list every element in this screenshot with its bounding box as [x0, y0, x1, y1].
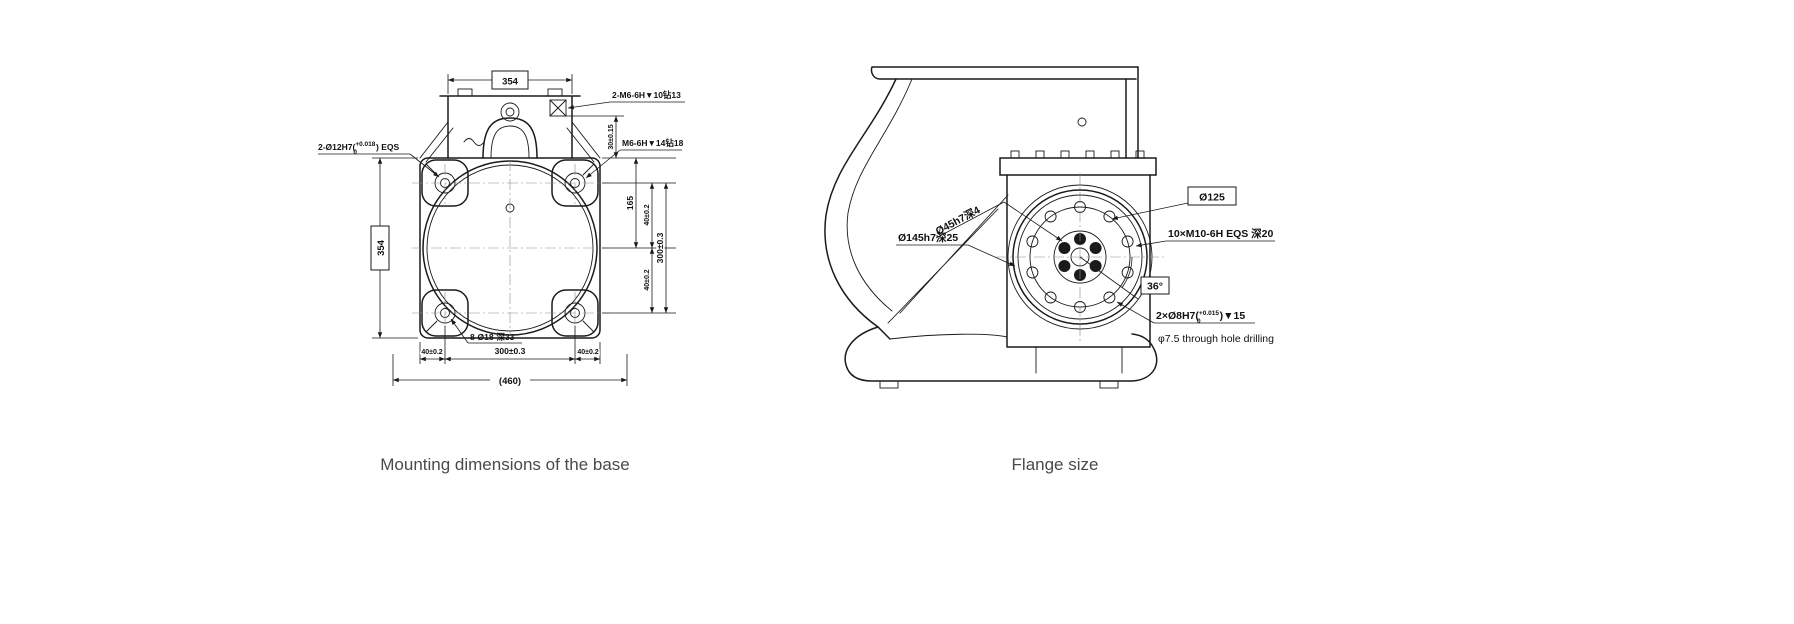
base-drawing-caption: Mounting dimensions of the base — [380, 455, 630, 474]
base-mounting-drawing: 354 354 30±0.15 165 40±0.2 300±0.3 40±0.… — [318, 70, 685, 387]
callout-top-m6-holes: 2-M6-6H▼10钻13 — [612, 90, 681, 100]
flange-drawing-caption: Flange size — [1011, 455, 1099, 474]
center-lines — [412, 160, 610, 336]
base-dimensions: 354 354 30±0.15 165 40±0.2 300±0.3 40±0.… — [370, 70, 676, 387]
callout-bolt-circle: Ø125 — [1199, 192, 1225, 204]
housing-detail-circle — [1077, 117, 1087, 127]
dim-bracket-offset: 30±0.15 — [608, 124, 615, 149]
flange-drawing: Ø45h7深4 Ø145h7深25 Ø125 10×M10-6H EQS 深20… — [824, 66, 1275, 389]
gussets — [419, 121, 601, 163]
m6-feature — [549, 99, 567, 117]
base-foot-left — [879, 380, 899, 389]
flange-callouts: Ø45h7深4 Ø145h7深25 Ø125 10×M10-6H EQS 深20… — [896, 186, 1275, 345]
flange-face — [996, 173, 1164, 341]
body-curve-inner — [846, 78, 913, 312]
callout-corner-holes: 8-Ø18-深33 — [470, 332, 515, 342]
dim-box-left — [370, 225, 390, 271]
bell-outer — [482, 117, 538, 159]
base-foot-right — [1099, 380, 1119, 389]
robot-body — [824, 66, 1158, 389]
dim-left-height: 354 — [376, 239, 387, 256]
body-curve-outer — [824, 78, 897, 340]
dim-box-angle — [1140, 276, 1170, 295]
callout-hole-angle: 36° — [1147, 281, 1163, 293]
dim-40-bottom: 40±0.2 — [644, 269, 651, 290]
upper-arm — [870, 66, 1139, 80]
base-slab — [844, 326, 1158, 382]
flange-circle-145 — [1012, 189, 1148, 325]
extension-lines — [372, 74, 676, 386]
squiggle-mark — [463, 138, 485, 146]
dim-box-top — [491, 70, 529, 90]
dim-bottom-right-40: 40±0.2 — [577, 349, 598, 356]
mount-hole-top-left — [425, 163, 456, 194]
bell-inner — [490, 125, 530, 159]
callout-through-hole: φ7.5 through hole drilling — [1158, 333, 1274, 345]
arm-column — [1125, 66, 1139, 159]
dim-overall-460: (460) — [499, 376, 521, 387]
callout-side-m6-hole: M6-6H▼14钻18 — [622, 138, 684, 148]
lift-eye-outer — [500, 102, 520, 122]
top-bracket — [419, 88, 601, 163]
callout-tapped-holes: 10×M10-6H EQS 深20 — [1168, 227, 1274, 240]
bracket-tab-left — [457, 88, 473, 97]
dim-300-horizontal: 300±0.3 — [495, 346, 526, 356]
lift-eye-inner — [505, 107, 515, 117]
body-struts — [887, 194, 1009, 324]
mount-hole-bottom-right — [564, 302, 595, 333]
dim-40-top: 40±0.2 — [644, 204, 651, 225]
bracket-tab-right — [547, 88, 563, 97]
dim-300-vertical: 300±0.3 — [655, 232, 665, 263]
dim-box-125 — [1187, 186, 1237, 206]
dim-top-width: 354 — [502, 77, 519, 88]
base-top-line — [889, 333, 1008, 340]
dim-bottom-left-40: 40±0.2 — [421, 349, 442, 356]
dim-165: 165 — [625, 196, 635, 210]
base-plate — [412, 157, 610, 339]
angle-radius-line — [1079, 256, 1139, 300]
callout-flange-dia: Ø145h7深25 — [898, 231, 958, 244]
mount-hole-top-right — [564, 163, 595, 194]
center-circle — [1070, 247, 1090, 267]
center-pin-holes — [1058, 233, 1102, 281]
angle-arc — [1121, 256, 1133, 288]
mount-hole-bottom-left — [425, 302, 456, 333]
